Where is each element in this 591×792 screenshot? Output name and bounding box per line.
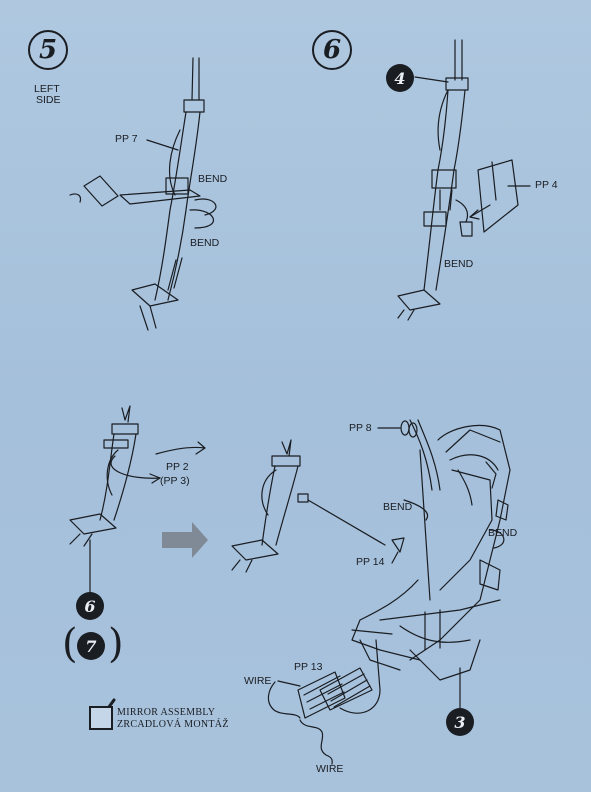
ejection-seat-drawing xyxy=(351,419,511,681)
pp8-handle-left xyxy=(400,420,410,436)
step-6-number: 6 xyxy=(312,30,352,70)
pp14-part xyxy=(391,537,405,553)
pp3-label: (PP 3) xyxy=(160,475,190,487)
bend-label-e: BEND xyxy=(488,527,518,539)
step6-lower-strap-drawing xyxy=(69,405,206,547)
wire-a xyxy=(267,681,301,719)
bend-label-c: BEND xyxy=(444,258,474,270)
direction-arrow xyxy=(162,522,208,558)
wire-c xyxy=(339,639,381,714)
pp8-label: PP 8 xyxy=(349,422,372,434)
pp14-label: PP 14 xyxy=(356,556,385,568)
wire-leader-a xyxy=(277,680,301,687)
pp4-arrow xyxy=(469,204,491,218)
bend-label-b: BEND xyxy=(190,237,220,249)
pp13-part-b xyxy=(319,667,373,711)
ref-7-badge: 7 xyxy=(77,632,105,660)
pp13-part-a xyxy=(297,671,346,719)
bend-label-d: BEND xyxy=(383,501,413,513)
pp13-hatching-a xyxy=(303,675,345,710)
left-side-label-2: SIDE xyxy=(36,94,61,106)
pp7-label: PP 7 xyxy=(115,133,138,145)
left-side-label-1: LEFT xyxy=(34,83,60,95)
ref-6-badge: 6 xyxy=(76,592,104,620)
pp14-leader-line xyxy=(391,551,399,564)
wire-b xyxy=(299,719,333,765)
step6-strap-drawing xyxy=(397,39,519,321)
step-5-number: 5 xyxy=(28,30,68,70)
pp13-label: PP 13 xyxy=(294,661,323,673)
ref-4-badge: 4 xyxy=(386,64,414,92)
mirror-assembly-text-cz: ZRCADLOVÁ MONTÁŽ xyxy=(117,719,229,730)
paren-open: ( xyxy=(62,621,78,667)
ref4-leader-line xyxy=(414,76,449,83)
pp4-arrowhead xyxy=(469,209,480,220)
wire-label-a: WIRE xyxy=(244,675,272,687)
ref-3-badge: 3 xyxy=(446,708,474,736)
pp4-label: PP 4 xyxy=(535,179,558,191)
bend-label-a: BEND xyxy=(198,173,228,185)
pp7-leader-line xyxy=(146,139,179,151)
strap-detail-drawing xyxy=(231,439,386,573)
step5-strap-drawing xyxy=(69,57,217,331)
pp2-label: PP 2 xyxy=(166,461,189,473)
pp8-handle-right xyxy=(408,422,418,438)
mirror-assembly-box xyxy=(89,706,113,730)
mirror-assembly-text: MIRROR ASSEMBLY xyxy=(117,707,216,718)
pp13-hatching-b xyxy=(327,673,371,708)
paren-close: ) xyxy=(108,621,124,667)
wire-label-b: WIRE xyxy=(316,763,344,775)
